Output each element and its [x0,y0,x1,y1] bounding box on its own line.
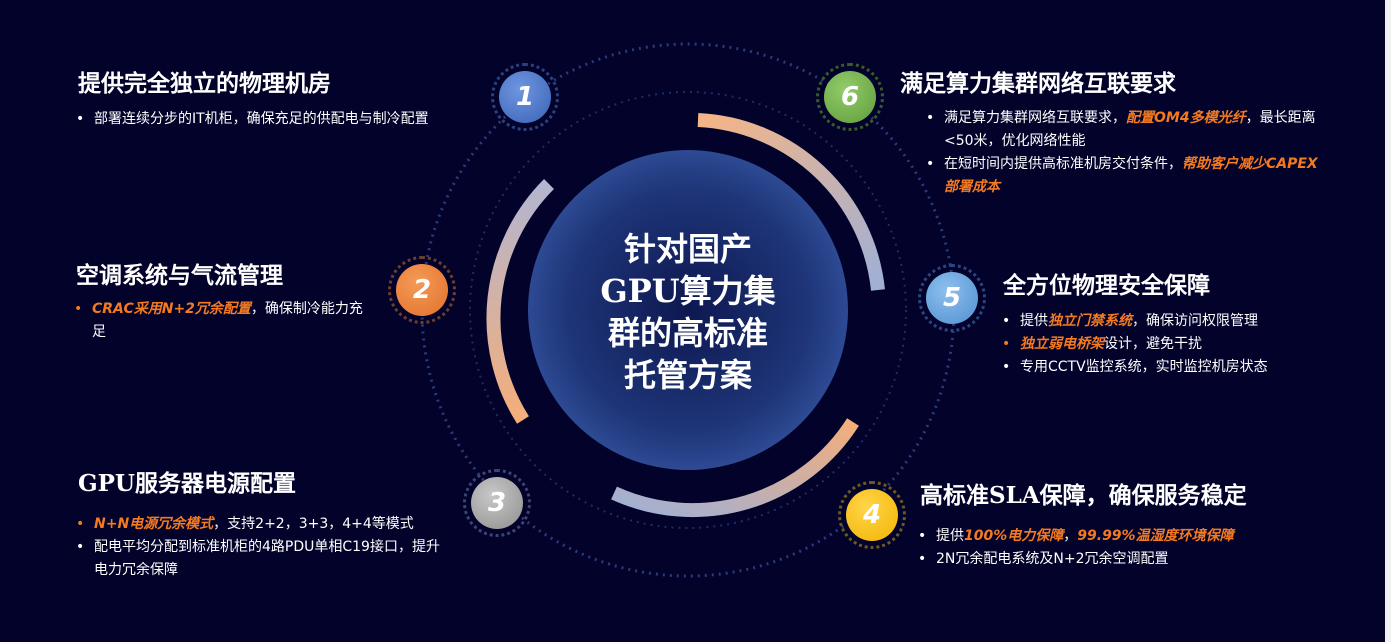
node-ring [388,256,456,324]
highlight: 100%电力保障 [964,528,1064,544]
highlight: N+N电源冗余模式 [94,516,214,532]
list-item: 部署连续分步的IT机柜，确保充足的供配电与制冷配置 [74,108,469,131]
node-4: 4 [846,489,898,541]
section-2-title: 空调系统与气流管理 [76,262,283,289]
list-item: N+N电源冗余模式，支持2+2，3+3，4+4等模式 [74,513,444,536]
list-item: CRAC采用N+2冗余配置，确保制冷能力充足 [72,298,372,344]
text: ，确保访问权限管理 [1132,313,1258,329]
node-ring [491,63,559,131]
section-2-list: CRAC采用N+2冗余配置，确保制冷能力充足 [72,298,372,344]
node-ring [918,264,986,332]
right-edge [1385,0,1391,642]
highlight: 99.99%温湿度环境保障 [1077,528,1234,544]
list-item: 满足算力集群网络互联要求，配置OM4多模光纤，最长距离<50米，优化网络性能 [924,107,1324,153]
node-ring [463,469,531,537]
list-item: 专用CCTV监控系统，实时监控机房状态 [1000,356,1340,379]
node-5: 5 [926,272,978,324]
section-5-list: 提供独立门禁系统，确保访问权限管理 独立弱电桥架设计，避免干扰 专用CCTV监控… [1000,310,1340,379]
text: 提供 [1020,313,1048,329]
text: ，确保制冷能力充足 [92,301,363,340]
section-6-title: 满足算力集群网络互联要求 [900,70,1176,97]
list-item: 提供独立门禁系统，确保访问权限管理 [1000,310,1340,333]
node-2: 2 [396,264,448,316]
section-1-title: 提供完全独立的物理机房 [78,70,331,97]
arc-left [486,179,554,424]
node-6: 6 [824,71,876,123]
center-line: 针对国产 [623,230,752,268]
list-item: 在短时间内提供高标准机房交付条件，帮助客户减少CAPEX部署成本 [924,153,1324,199]
text: 满足算力集群网络互联要求， [944,110,1126,126]
highlight: 独立弱电桥架 [1020,336,1104,352]
section-6-list: 满足算力集群网络互联要求，配置OM4多模光纤，最长距离<50米，优化网络性能 在… [924,107,1324,199]
center-circle [528,150,848,470]
center-line: 群的高标准 [607,314,768,352]
node-3: 3 [471,477,523,529]
list-item: 独立弱电桥架设计，避免干扰 [1000,333,1340,356]
section-1-list: 部署连续分步的IT机柜，确保充足的供配电与制冷配置 [74,108,469,131]
section-4-title: 高标准SLA保障，确保服务稳定 [920,482,1247,509]
center-line: GPU算力集 [600,272,776,310]
arc-top-right [697,113,885,291]
text: ，最长距离<50米，优化网络性能 [944,110,1316,149]
list-item: 2N冗余配电系统及N+2冗余空调配置 [916,548,1336,571]
section-3-title: GPU服务器电源配置 [78,470,296,497]
text: ，支持2+2，3+3，4+4等模式 [213,516,414,532]
center-line: 托管方案 [623,356,752,394]
node-ring [816,63,884,131]
inner-dotted-ring [469,91,907,529]
highlight: 帮助客户减少CAPEX部署成本 [944,156,1318,195]
section-4-list: 提供100%电力保障，99.99%温湿度环境保障 2N冗余配电系统及N+2冗余空… [916,525,1336,571]
highlight: 独立门禁系统 [1048,313,1132,329]
text: ， [1063,528,1078,544]
arc-bottom [611,418,859,518]
center-title: 针对国产 GPU算力集 群的高标准 托管方案 [578,228,798,396]
highlight: 配置OM4多模光纤 [1126,110,1246,126]
highlight: CRAC采用N+2冗余配置 [92,301,251,317]
list-item: 提供100%电力保障，99.99%温湿度环境保障 [916,525,1336,548]
text: 在短时间内提供高标准机房交付条件， [944,156,1182,172]
node-1: 1 [499,71,551,123]
section-3-list: N+N电源冗余模式，支持2+2，3+3，4+4等模式 配电平均分配到标准机柜的4… [74,513,444,582]
text: 提供 [936,528,964,544]
list-item: 配电平均分配到标准机柜的4路PDU单相C19接口，提升电力冗余保障 [74,536,444,582]
section-5-title: 全方位物理安全保障 [1003,272,1210,299]
node-ring [838,481,906,549]
text: 设计，避免干扰 [1104,336,1202,352]
